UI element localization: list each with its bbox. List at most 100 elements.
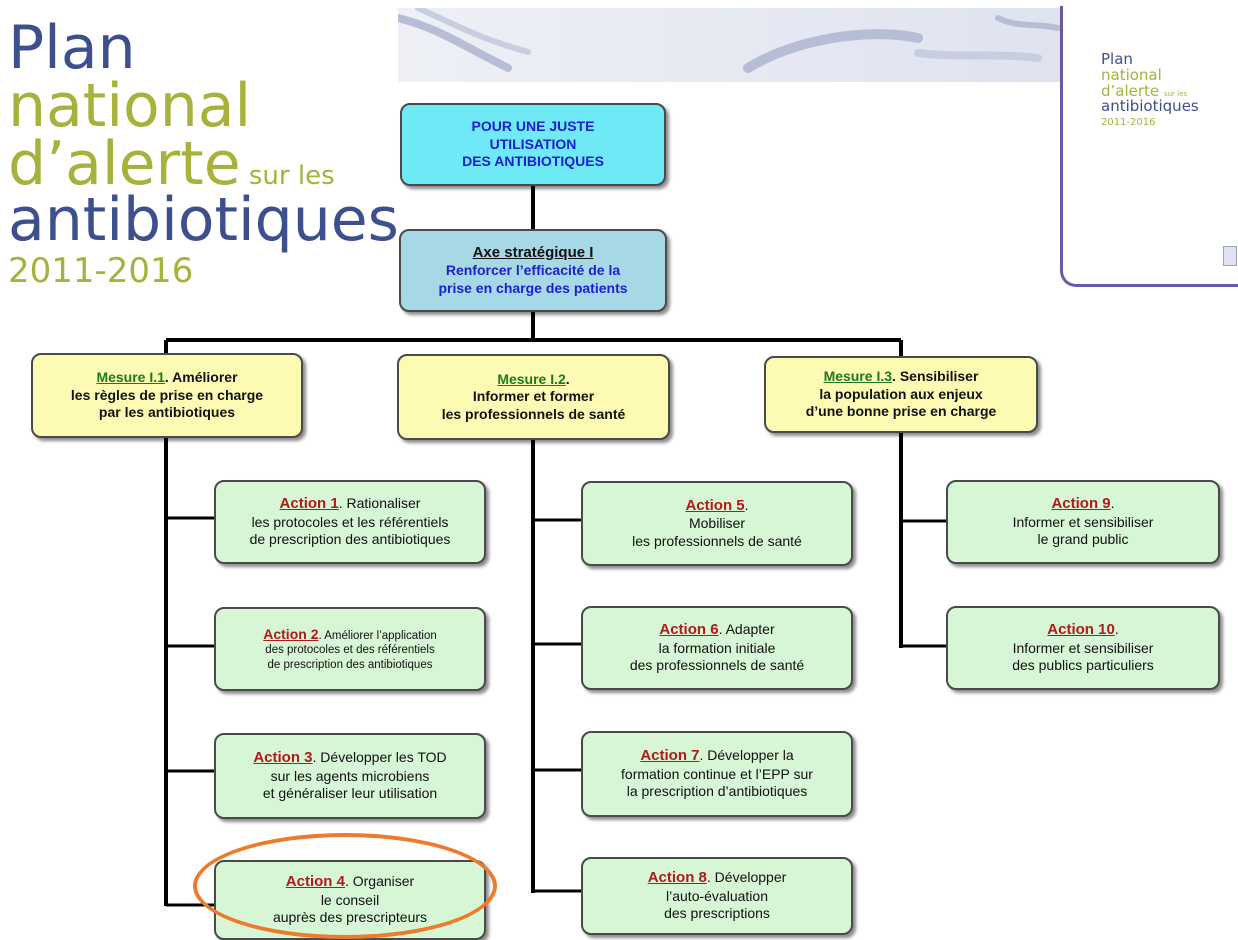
action-6-label: Action 6: [659, 621, 719, 639]
logo-alerte-small: sur les: [241, 161, 335, 191]
root-goal-box: POUR UNE JUSTE UTILISATION DES ANTIBIOTI…: [400, 103, 666, 186]
action-box-7: Action 7. Développer la formation contin…: [581, 731, 853, 817]
action-9-line-2: Informer et sensibiliser: [1012, 513, 1154, 530]
action-box-6: Action 6. Adapter la formation initiale …: [581, 606, 853, 690]
logo-line-alerte: d’alerte sur les: [8, 134, 398, 194]
action-10-line-3: des publics particuliers: [1012, 657, 1154, 674]
axis-heading: Axe stratégique I: [472, 243, 594, 261]
action-9-label: Action 9: [1051, 495, 1111, 513]
action-6-line-2: la formation initiale: [658, 639, 776, 656]
action-5-line-1: Action 5.: [685, 497, 748, 516]
action-box-5: Action 5. Mobiliser les professionnels d…: [581, 481, 853, 566]
action-8-label: Action 8: [647, 869, 707, 887]
action-box-3: Action 3. Développer les TOD sur les age…: [214, 733, 486, 819]
mesure-box-1: Mesure I.1. Améliorer les règles de pris…: [31, 353, 303, 438]
action-1-line-3: de prescription des antibiotiques: [249, 531, 451, 548]
mesure-box-2: Mesure I.2. Informer et former les profe…: [397, 354, 670, 440]
mesure-1-line-2: les règles de prise en charge: [70, 386, 264, 403]
action-3-line-2: sur les agents microbiens: [270, 767, 430, 784]
action-5-rest: .: [744, 496, 749, 513]
action-10-line-2: Informer et sensibiliser: [1012, 639, 1154, 656]
mesure-box-3: Mesure I.3. Sensibiliser la population a…: [764, 356, 1038, 433]
action-7-line-3: la prescription d’antibiotiques: [626, 783, 808, 800]
mesure-1-label: Mesure I.1: [96, 369, 165, 386]
action-3-line-3: et généraliser leur utilisation: [262, 785, 438, 802]
mesure-2-label: Mesure I.2: [497, 370, 566, 387]
action-7-label: Action 7: [640, 747, 700, 765]
action-10-line-1: Action 10.: [1047, 621, 1118, 640]
mesure-3-line-1: Mesure I.3. Sensibiliser: [824, 368, 979, 386]
mesure-1-line-1: Mesure I.1. Améliorer: [96, 369, 237, 387]
action-box-10: Action 10. Informer et sensibiliser des …: [946, 606, 1220, 690]
mesure-3-line-2: la population aux enjeux: [819, 385, 983, 402]
mesure-2-line-1: Mesure I.2.: [497, 371, 569, 389]
ministry-logo-icon: [1223, 246, 1237, 266]
action-5-line-2: Mobiliser: [688, 515, 745, 532]
thumb-line-national: national: [1101, 65, 1162, 84]
mesure-3-rest: . Sensibiliser: [892, 368, 979, 385]
action-6-line-3: des professionnels de santé: [629, 657, 805, 674]
action-10-rest: .: [1114, 621, 1119, 638]
action-box-9: Action 9. Informer et sensibiliser le gr…: [946, 480, 1220, 564]
action-3-line-1: Action 3. Développer les TOD: [253, 749, 446, 768]
action-10-label: Action 10: [1047, 621, 1115, 639]
plan-logo: Plan national d’alerte sur les antibioti…: [8, 13, 399, 291]
mesure-2-rest: .: [565, 370, 570, 387]
action-3-rest: . Développer les TOD: [312, 749, 447, 766]
action-1-rest: . Rationaliser: [338, 495, 421, 512]
action-2-line-1: Action 2. Améliorer l’application: [263, 626, 437, 644]
action-7-rest: . Développer la: [699, 747, 794, 764]
root-line-2: UTILISATION: [489, 135, 577, 152]
action-8-rest: . Développer: [706, 869, 787, 886]
action-3-label: Action 3: [253, 749, 313, 767]
strategic-axis-box: Axe stratégique I Renforcer l’efficacité…: [399, 229, 667, 312]
decorative-banner: [398, 8, 1060, 82]
action-1-label: Action 1: [279, 495, 339, 513]
axis-line-1: Renforcer l’efficacité de la: [445, 262, 621, 279]
action-8-line-1: Action 8. Développer: [648, 869, 787, 888]
logo-line-national: national: [8, 71, 252, 141]
action-box-1: Action 1. Rationaliser les protocoles et…: [214, 480, 486, 564]
action-2-rest: . Améliorer l’application: [318, 629, 437, 642]
thumbnail-logo: Plan national d’alerte sur les antibioti…: [1101, 50, 1199, 129]
logo-line-years: 2011-2016: [8, 251, 194, 291]
action-8-line-2: l’auto-évaluation: [666, 887, 768, 904]
logo-alerte-main: d’alerte: [8, 129, 241, 199]
thumb-sur-les: sur les: [1163, 89, 1188, 98]
mesure-1-rest: . Améliorer: [164, 369, 238, 386]
action-2-label: Action 2: [263, 625, 319, 642]
thumb-line-alerte: d’alerte sur les: [1101, 81, 1199, 100]
mesure-2-line-3: les professionnels de santé: [441, 405, 626, 422]
action-7-line-1: Action 7. Développer la: [640, 747, 793, 766]
banner-swoosh-graphic: [398, 8, 1060, 82]
action-2-line-2: des protocoles et des référentiels: [265, 644, 435, 657]
action-box-8: Action 8. Développer l’auto-évaluation d…: [581, 857, 853, 935]
action-6-line-1: Action 6. Adapter: [659, 621, 774, 640]
action-2-line-3: de prescription des antibiotiques: [267, 658, 433, 671]
action-9-rest: .: [1110, 495, 1115, 512]
action-box-2: Action 2. Améliorer l’application des pr…: [214, 607, 486, 691]
root-line-1: POUR UNE JUSTE: [471, 118, 595, 135]
thumb-line-years: 2011-2016: [1101, 117, 1156, 128]
highlight-ellipse: [193, 833, 497, 939]
axis-line-2: prise en charge des patients: [438, 279, 628, 296]
cover-thumbnail: Plan national d’alerte sur les antibioti…: [1060, 6, 1238, 287]
thumb-alerte-main: d’alerte: [1101, 81, 1160, 100]
action-1-line-1: Action 1. Rationaliser: [280, 495, 421, 514]
action-9-line-3: le grand public: [1037, 531, 1129, 548]
action-5-line-3: les professionnels de santé: [632, 532, 802, 549]
logo-line-plan: Plan: [8, 13, 136, 83]
mesure-3-label: Mesure I.3: [823, 368, 893, 385]
action-1-line-2: les protocoles et les référentiels: [251, 513, 449, 530]
mesure-3-line-3: d’une bonne prise en charge: [805, 403, 997, 420]
action-6-rest: . Adapter: [718, 621, 775, 638]
action-8-line-3: des prescriptions: [664, 905, 770, 922]
thumb-line-antibiotiques: antibiotiques: [1101, 97, 1199, 116]
root-line-3: DES ANTIBIOTIQUES: [462, 153, 604, 170]
thumb-line-plan: Plan: [1101, 50, 1133, 68]
action-5-label: Action 5: [685, 496, 745, 514]
logo-sur-les: sur les: [248, 161, 335, 191]
action-9-line-1: Action 9.: [1051, 495, 1114, 514]
mesure-2-line-2: Informer et former: [472, 388, 595, 405]
mesure-1-line-3: par les antibiotiques: [98, 404, 236, 421]
